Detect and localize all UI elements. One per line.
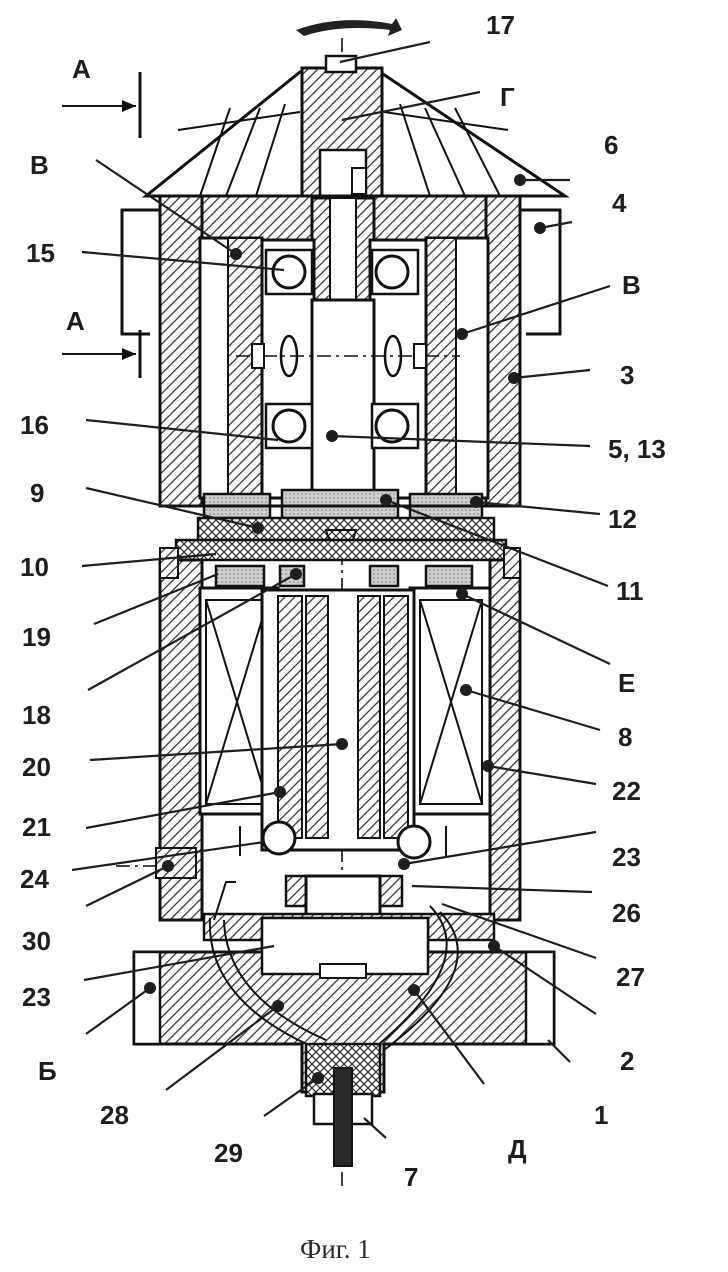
- label-15: 15: [26, 238, 55, 268]
- rotation-arrow-icon: [296, 18, 402, 36]
- label-21: 21: [22, 812, 51, 842]
- label-5-13: 5, 13: [608, 434, 666, 464]
- label-12: 12: [608, 504, 637, 534]
- label-28: 28: [100, 1100, 129, 1130]
- label-22: 22: [612, 776, 641, 806]
- label-1: 1: [594, 1100, 608, 1130]
- label-24: 24: [20, 864, 49, 894]
- label-A-top: А: [72, 54, 91, 84]
- label-19: 19: [22, 622, 51, 652]
- label-3: 3: [620, 360, 634, 390]
- separator-plate: [176, 540, 506, 560]
- label-23-left: 23: [22, 982, 51, 1012]
- label-16: 16: [20, 410, 49, 440]
- label-23-right: 23: [612, 842, 641, 872]
- label-6: 6: [604, 130, 618, 160]
- label-7: 7: [404, 1162, 418, 1192]
- label-26: 26: [612, 898, 641, 928]
- label-G: Г: [500, 82, 515, 112]
- label-20: 20: [22, 752, 51, 782]
- label-30: 30: [22, 926, 51, 956]
- label-8: 8: [618, 722, 632, 752]
- label-B: Б: [38, 1056, 57, 1086]
- label-9: 9: [30, 478, 44, 508]
- device-cross-section: [62, 18, 565, 1190]
- label-27: 27: [616, 962, 645, 992]
- terminal-pin: [334, 1068, 352, 1166]
- label-2: 2: [620, 1046, 634, 1076]
- label-18: 18: [22, 700, 51, 730]
- label-D: Д: [508, 1134, 527, 1164]
- label-11: 11: [616, 576, 644, 606]
- label-17: 17: [486, 10, 515, 40]
- label-10: 10: [20, 552, 49, 582]
- label-V-right: В: [622, 270, 641, 300]
- label-A-mid: А: [66, 306, 85, 336]
- figure-caption: Фиг. 1: [300, 1234, 371, 1264]
- label-29: 29: [214, 1138, 243, 1168]
- label-4: 4: [612, 188, 627, 218]
- label-E: Е: [618, 668, 635, 698]
- bracket: [122, 210, 160, 334]
- label-V-left: В: [30, 150, 49, 180]
